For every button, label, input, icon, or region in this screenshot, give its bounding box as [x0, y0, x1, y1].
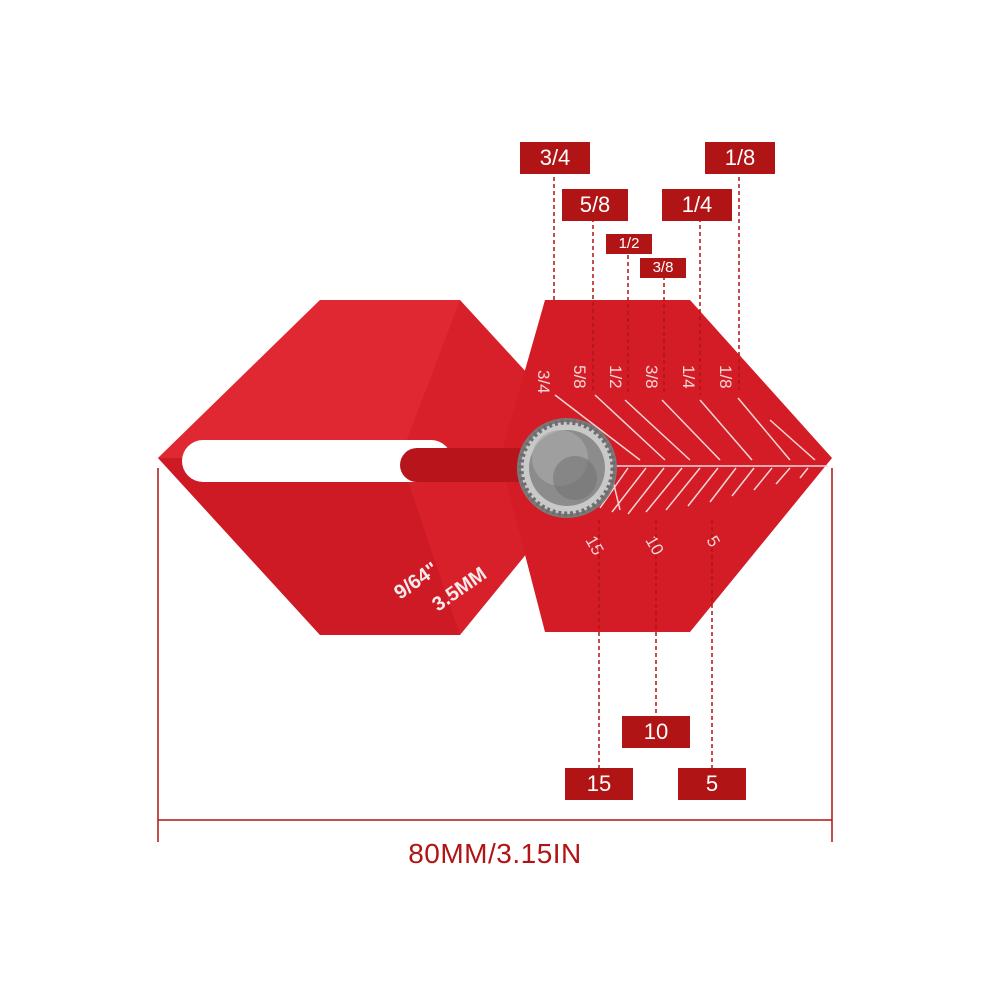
callout-1-8: 1/8 [705, 142, 775, 174]
gauge-engraving-lines [554, 394, 816, 461]
inch-scale-label: 1/8 [716, 365, 735, 389]
inch-scale-label: 3/8 [642, 365, 661, 389]
slider-tongue [400, 448, 535, 482]
callout-1-2: 1/2 [606, 234, 652, 254]
callout-15: 15 [565, 768, 633, 800]
inch-scale-label: 3/4 [534, 370, 553, 394]
tool-body-left-upper-facet [158, 300, 460, 458]
callout-1-4: 1/4 [662, 189, 732, 221]
adjustment-slot [182, 440, 452, 482]
callout-3-4: 3/4 [520, 142, 590, 174]
inch-scale-label: 1/2 [606, 365, 625, 389]
leader-lines [553, 170, 740, 770]
inch-scale-label: 5/8 [570, 365, 589, 389]
callout-3-8: 3/8 [640, 258, 686, 278]
callout-10: 10 [622, 716, 690, 748]
overall-dimension-line [157, 468, 833, 842]
callout-5: 5 [678, 768, 746, 800]
inch-scale-label: 1/4 [679, 365, 698, 389]
angle-hatching [599, 465, 828, 515]
callout-5-8: 5/8 [562, 189, 628, 221]
knurled-thumb-screw-icon [517, 418, 617, 518]
tool-body-left-lower-facet [158, 458, 460, 635]
overall-dimension-label: 80MM/3.15IN [408, 838, 582, 869]
